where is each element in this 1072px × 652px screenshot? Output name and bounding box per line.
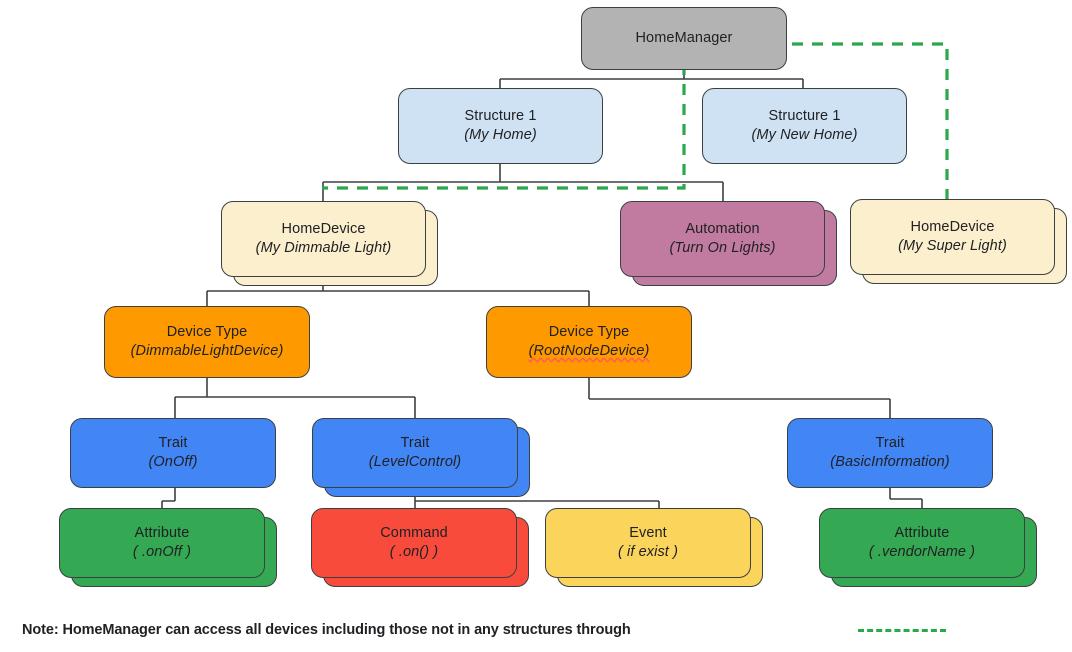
node-trait-basic-line2: (BasicInformation)	[830, 454, 950, 470]
node-device-type-2[interactable]: Device Type (RootNodeDevice)	[486, 306, 692, 378]
node-automation-1[interactable]: Automation (Turn On Lights)	[620, 201, 825, 277]
node-home-device-2-line2: (My Super Light)	[898, 238, 1007, 254]
node-home-device-1[interactable]: HomeDevice (My Dimmable Light)	[221, 201, 426, 277]
node-attribute-vendor-line1: Attribute	[894, 525, 950, 542]
node-event-if-exist-line1: Event	[629, 525, 667, 542]
edge-trait-onoff-attribute	[161, 488, 176, 508]
node-home-device-1-line2: (My Dimmable Light)	[255, 240, 392, 256]
node-attribute-onoff[interactable]: Attribute ( .onOff )	[59, 508, 265, 578]
node-automation-1-line2: (Turn On Lights)	[669, 240, 776, 256]
node-attribute-onoff-line1: Attribute	[134, 525, 190, 542]
edge-home-manager-structures	[499, 70, 804, 88]
node-attribute-vendor[interactable]: Attribute ( .vendorName )	[819, 508, 1025, 578]
footer-note-text: Note: HomeManager can access all devices…	[22, 622, 631, 638]
node-device-type-1-line2: (DimmableLightDevice)	[130, 343, 284, 359]
node-trait-basic-line1: Trait	[875, 435, 905, 452]
node-structure-1-line1: Structure 1	[464, 108, 537, 125]
node-trait-level[interactable]: Trait (LevelControl)	[312, 418, 518, 488]
node-device-type-1-line1: Device Type	[166, 324, 248, 341]
node-event-if-exist[interactable]: Event ( if exist )	[545, 508, 751, 578]
node-trait-onoff-line2: (OnOff)	[148, 454, 198, 470]
node-trait-onoff[interactable]: Trait (OnOff)	[70, 418, 276, 488]
node-trait-level-line2: (LevelControl)	[368, 454, 462, 470]
node-structure-2-line1: Structure 1	[768, 108, 841, 125]
node-automation-1-line1: Automation	[685, 221, 760, 238]
node-device-type-2-line1: Device Type	[548, 324, 630, 341]
node-command-on-line1: Command	[380, 525, 448, 542]
edge-devicetype1-traits	[174, 378, 416, 418]
node-home-device-2[interactable]: HomeDevice (My Super Light)	[850, 199, 1055, 275]
node-command-on[interactable]: Command ( .on() )	[311, 508, 517, 578]
node-structure-1[interactable]: Structure 1 (My Home)	[398, 88, 603, 164]
node-structure-2-line2: (My New Home)	[751, 127, 858, 143]
node-home-manager[interactable]: HomeManager	[581, 7, 787, 70]
edge-structure1-children	[322, 164, 724, 201]
node-home-device-1-line1: HomeDevice	[281, 221, 366, 238]
node-device-type-1[interactable]: Device Type (DimmableLightDevice)	[104, 306, 310, 378]
node-trait-onoff-line1: Trait	[158, 435, 188, 452]
node-structure-2[interactable]: Structure 1 (My New Home)	[702, 88, 907, 164]
node-home-manager-line1: HomeManager	[635, 30, 733, 47]
node-trait-basic[interactable]: Trait (BasicInformation)	[787, 418, 993, 488]
edge-devicetype2-trait-basic	[588, 378, 891, 418]
node-structure-1-line2: (My Home)	[464, 127, 537, 143]
node-home-device-2-line1: HomeDevice	[910, 219, 995, 236]
node-attribute-vendor-line2: ( .vendorName )	[868, 544, 976, 560]
node-device-type-2-line2: (RootNodeDevice)	[528, 343, 650, 359]
node-event-if-exist-line2: ( if exist )	[617, 544, 678, 560]
node-trait-level-line1: Trait	[400, 435, 430, 452]
edge-trait-basic-attribute	[889, 488, 923, 508]
footer-note-dashed-legend-icon	[858, 629, 946, 632]
node-command-on-line2: ( .on() )	[389, 544, 439, 560]
node-attribute-onoff-line2: ( .onOff )	[132, 544, 192, 560]
